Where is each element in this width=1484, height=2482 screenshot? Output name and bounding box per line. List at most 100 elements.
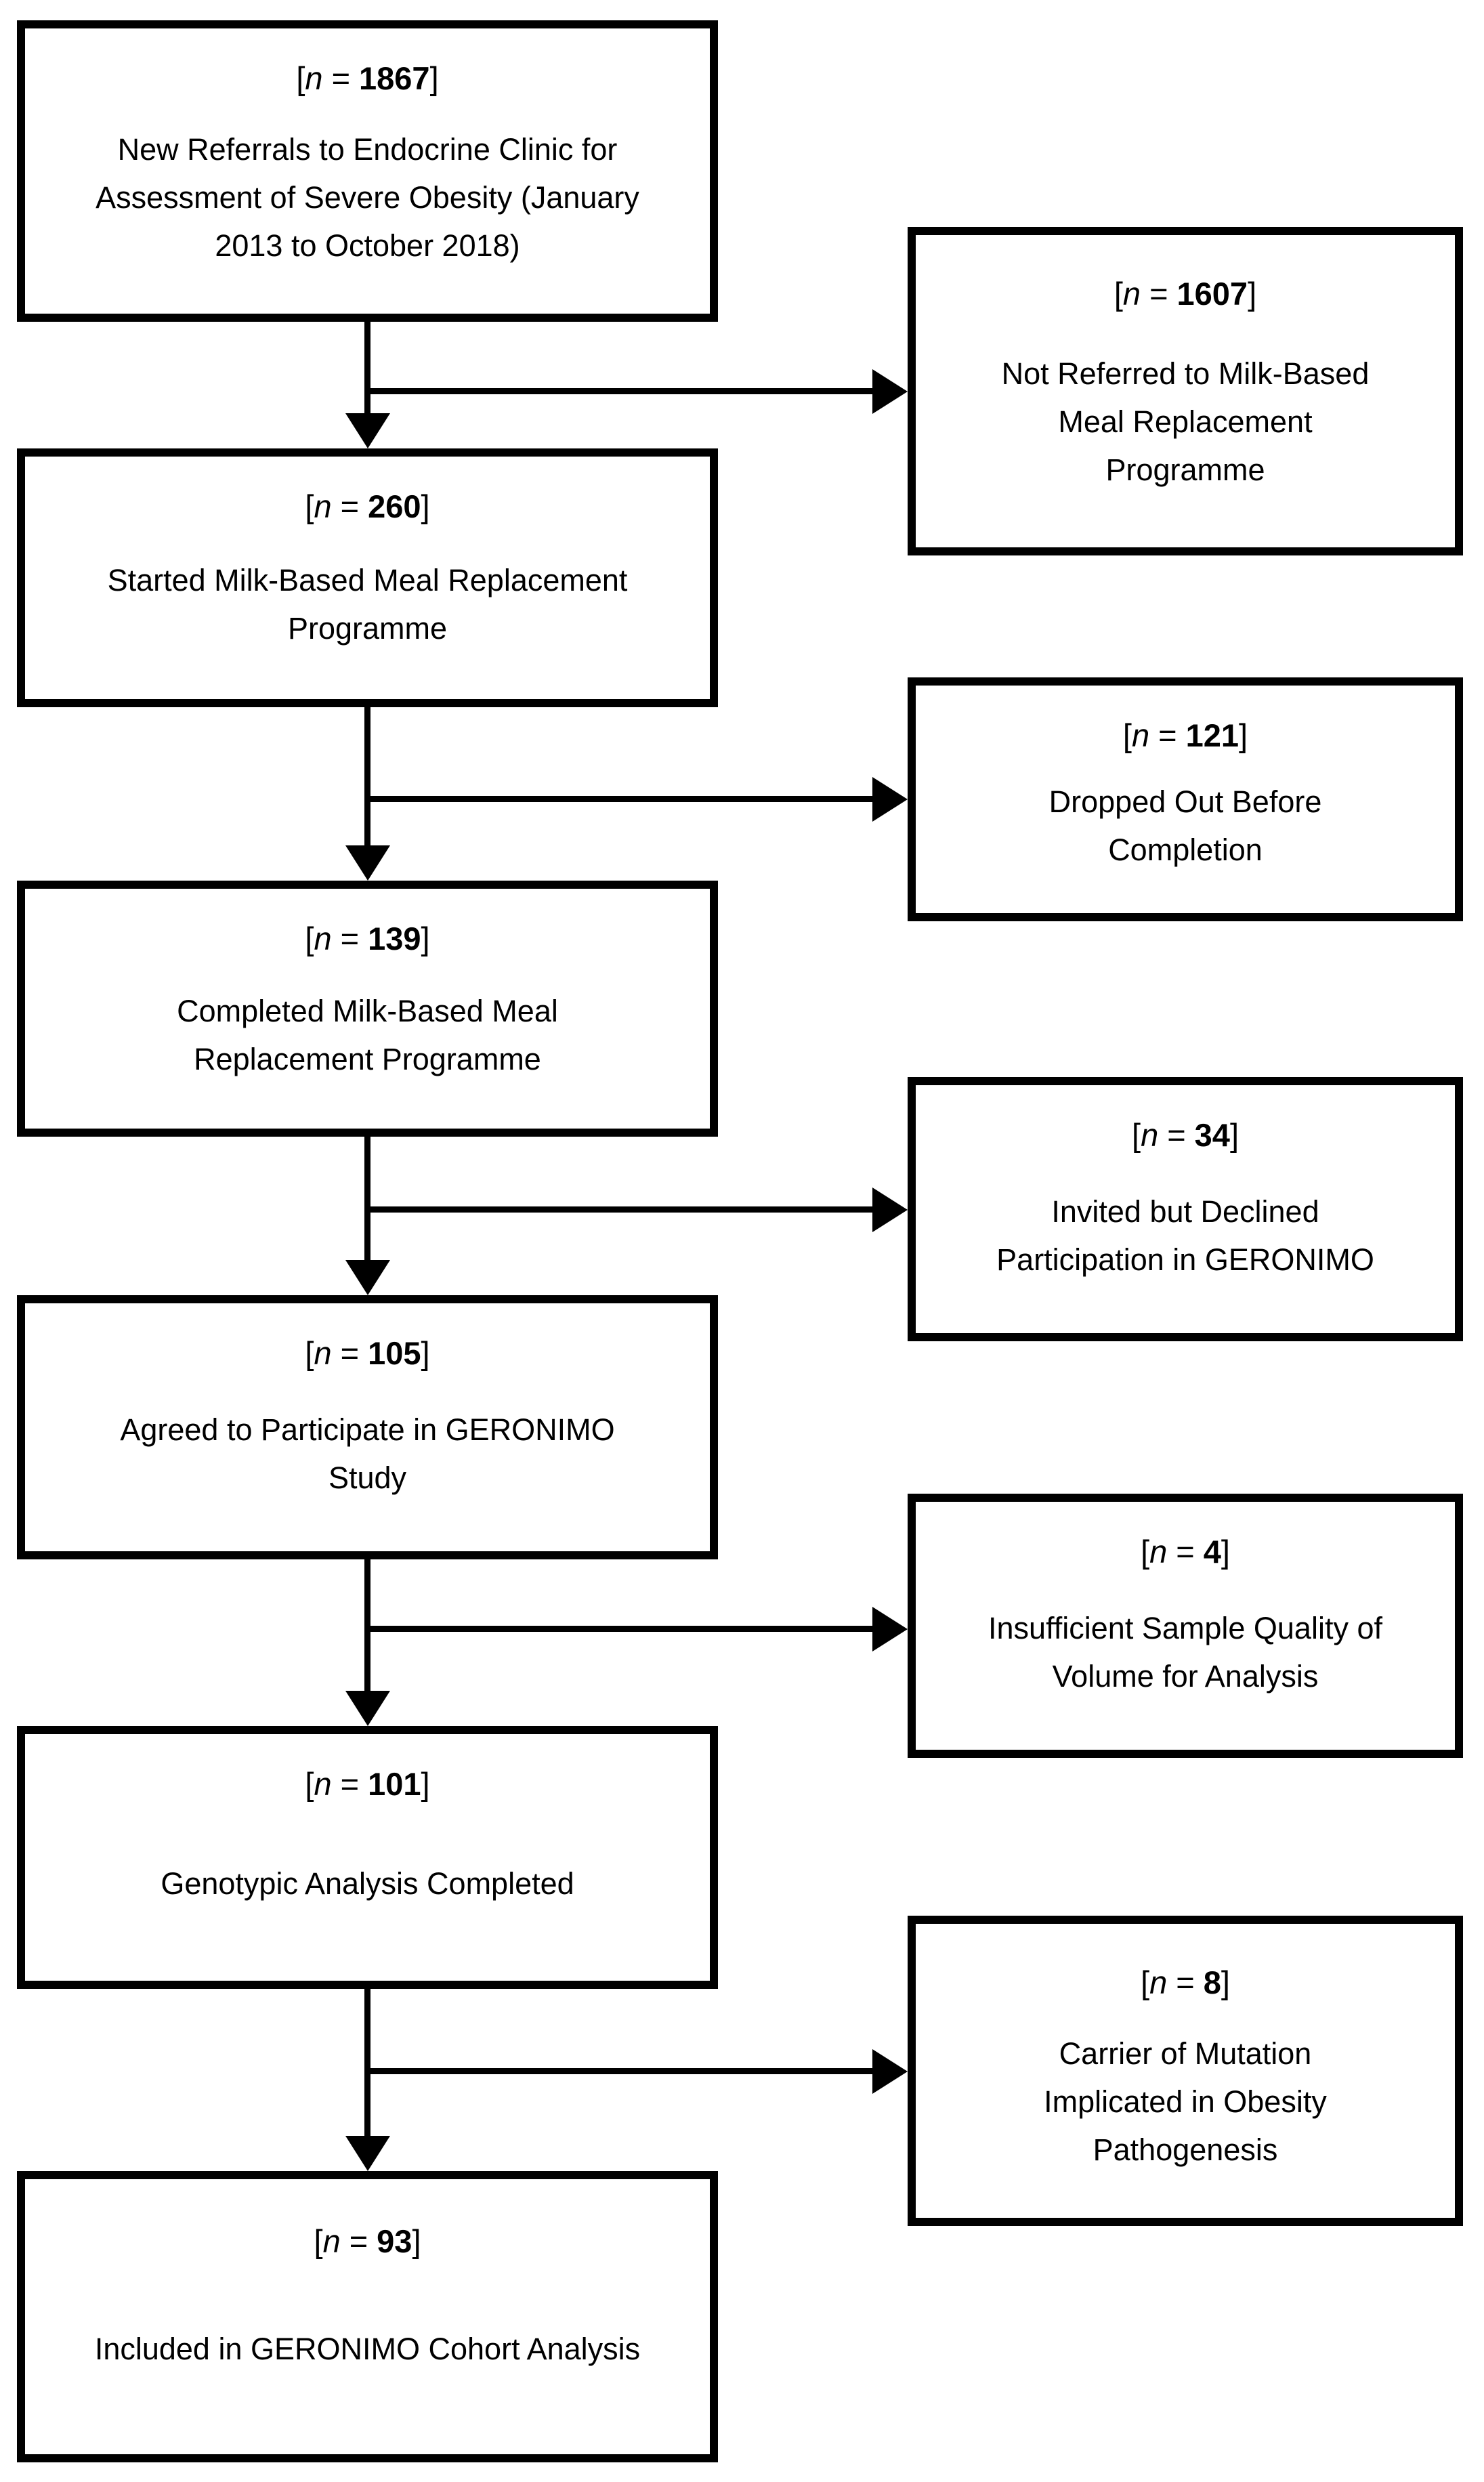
equals-sign: =: [331, 60, 351, 96]
n-symbol: n: [314, 921, 332, 956]
bracket-open: [: [305, 921, 314, 956]
bracket-open: [: [296, 60, 305, 96]
connector-branch-2: [364, 796, 874, 802]
bracket-open: [: [1114, 276, 1123, 312]
box-mutation-carrier: [n=8] Carrier of Mutation Implicated in …: [908, 1916, 1463, 2226]
n-symbol: n: [314, 1766, 332, 1802]
n-symbol: n: [1131, 717, 1150, 753]
bracket-open: [: [305, 1766, 314, 1802]
bracket-close: ]: [1229, 1117, 1239, 1153]
n-value: 93: [377, 2223, 412, 2259]
arrowhead-down-4: [345, 1691, 390, 1726]
n-value: 121: [1185, 717, 1239, 753]
connector-branch-3: [364, 1206, 874, 1213]
equals-sign: =: [340, 1766, 360, 1802]
bracket-open: [: [1122, 717, 1132, 753]
n-symbol: n: [314, 1335, 332, 1371]
bracket-open: [: [1141, 1964, 1150, 2000]
box-not-referred: [n=1607] Not Referred to Milk-Based Meal…: [908, 227, 1463, 555]
bracket-close: ]: [421, 921, 430, 956]
connector-down-5: [364, 1989, 370, 2137]
arrowhead-down-3: [345, 1260, 390, 1295]
n-symbol: n: [1122, 276, 1141, 312]
equals-sign: =: [1167, 1117, 1186, 1153]
n-count: [n=121]: [1123, 714, 1248, 757]
n-symbol: n: [322, 2223, 341, 2259]
arrowhead-down-1: [345, 413, 390, 448]
box-label: Invited but Declined Participation in GE…: [996, 1194, 1374, 1277]
connector-branch-4: [364, 1626, 874, 1632]
arrowhead-right-4: [872, 1607, 908, 1652]
box-label: Genotypic Analysis Completed: [161, 1866, 574, 1901]
bracket-close: ]: [421, 1335, 430, 1371]
arrowhead-down-2: [345, 845, 390, 881]
n-symbol: n: [314, 488, 332, 524]
n-value: 1867: [359, 60, 430, 96]
bracket-close: ]: [1248, 276, 1257, 312]
bracket-open: [: [305, 1335, 314, 1371]
n-count: [n=101]: [305, 1763, 429, 1805]
connector-branch-1: [364, 388, 874, 394]
box-started-programme: [n=260] Started Milk-Based Meal Replacem…: [17, 448, 718, 707]
n-value: 139: [368, 921, 421, 956]
box-label: Started Milk-Based Meal Replacement Prog…: [107, 562, 628, 646]
equals-sign: =: [349, 2223, 368, 2259]
equals-sign: =: [1149, 276, 1168, 312]
box-completed-programme: [n=139] Completed Milk-Based Meal Replac…: [17, 881, 718, 1137]
connector-branch-5: [364, 2068, 874, 2074]
box-label: Insufficient Sample Quality of Volume fo…: [988, 1610, 1382, 1694]
box-new-referrals: [n=1867] New Referrals to Endocrine Clin…: [17, 20, 718, 322]
bracket-close: ]: [421, 1766, 430, 1802]
box-label: Not Referred to Milk-Based Meal Replacem…: [1001, 356, 1370, 488]
arrowhead-right-5: [872, 2049, 908, 2094]
bracket-close: ]: [1221, 1964, 1230, 2000]
box-label: Agreed to Participate in GERONIMO Study: [120, 1412, 615, 1495]
connector-down-2: [364, 707, 370, 848]
box-insufficient-sample: [n=4] Insufficient Sample Quality of Vol…: [908, 1494, 1463, 1758]
n-symbol: n: [1149, 1534, 1168, 1570]
n-count: [n=260]: [305, 485, 429, 528]
equals-sign: =: [1158, 717, 1177, 753]
box-declined-participation: [n=34] Invited but Declined Participatio…: [908, 1077, 1463, 1341]
n-count: [n=1607]: [1114, 272, 1256, 315]
n-symbol: n: [1149, 1964, 1168, 2000]
arrowhead-right-2: [872, 777, 908, 822]
equals-sign: =: [340, 921, 360, 956]
connector-down-1: [364, 322, 370, 417]
n-count: [n=93]: [314, 2220, 421, 2263]
n-count: [n=1867]: [296, 57, 438, 100]
n-count: [n=8]: [1141, 1961, 1230, 2004]
box-label: Included in GERONIMO Cohort Analysis: [94, 2332, 641, 2367]
bracket-open: [: [1141, 1534, 1150, 1570]
bracket-open: [: [305, 488, 314, 524]
box-included-cohort: [n=93] Included in GERONIMO Cohort Analy…: [17, 2171, 718, 2462]
box-label: Dropped Out Before Completion: [1048, 784, 1322, 867]
bracket-close: ]: [1221, 1534, 1230, 1570]
box-dropped-out: [n=121] Dropped Out Before Completion: [908, 677, 1463, 921]
n-value: 1607: [1176, 276, 1248, 312]
n-value: 105: [368, 1335, 421, 1371]
bracket-close: ]: [421, 488, 430, 524]
n-count: [n=4]: [1141, 1530, 1230, 1573]
box-genotypic-analysis: [n=101] Genotypic Analysis Completed: [17, 1726, 718, 1989]
n-value: 8: [1203, 1964, 1221, 2000]
box-label: Carrier of Mutation Implicated in Obesit…: [1044, 2036, 1327, 2167]
n-count: [n=105]: [305, 1332, 429, 1374]
n-value: 4: [1203, 1534, 1221, 1570]
n-symbol: n: [1141, 1117, 1159, 1153]
connector-down-3: [364, 1137, 370, 1262]
bracket-close: ]: [1239, 717, 1248, 753]
equals-sign: =: [1176, 1534, 1195, 1570]
box-label: New Referrals to Endocrine Clinic for As…: [96, 131, 639, 263]
n-value: 101: [368, 1766, 421, 1802]
n-count: [n=34]: [1132, 1114, 1239, 1156]
box-label: Completed Milk-Based Meal Replacement Pr…: [177, 993, 558, 1076]
equals-sign: =: [340, 488, 360, 524]
equals-sign: =: [340, 1335, 360, 1371]
arrowhead-right-1: [872, 369, 908, 414]
equals-sign: =: [1176, 1964, 1195, 2000]
bracket-open: [: [1132, 1117, 1141, 1153]
bracket-close: ]: [429, 60, 439, 96]
n-count: [n=139]: [305, 917, 429, 960]
